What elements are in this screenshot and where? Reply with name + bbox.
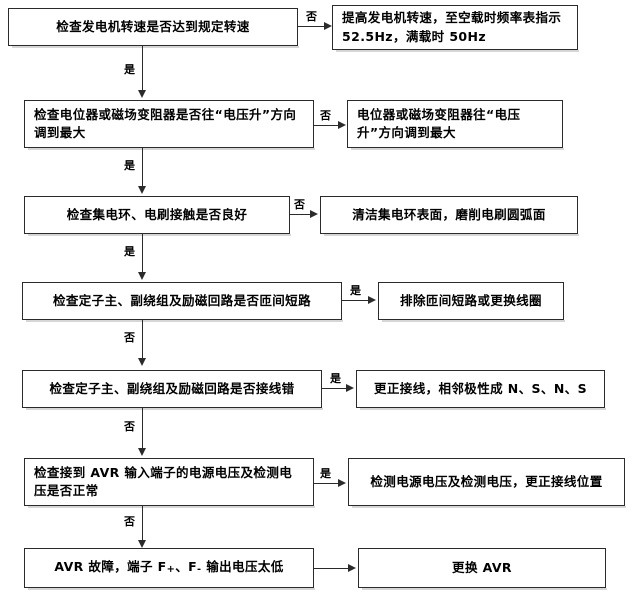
action-box-1-label: 提高发电机转速，至空载时频率表指示 52.5Hz，满载时 50Hz bbox=[342, 10, 562, 44]
action-box-6[interactable]: 检测电源电压及检测电压，更正接线位置 bbox=[348, 458, 626, 508]
branch-arrowhead-4 bbox=[368, 295, 376, 304]
fault-text-prefix: AVR 故障，端子 F bbox=[54, 559, 167, 575]
branch-connector-7 bbox=[314, 568, 348, 570]
flow-arrowhead-1 bbox=[138, 90, 147, 98]
terminal-box-replace-avr-label: 更换 AVR bbox=[452, 559, 512, 575]
fault-sign-minus: - bbox=[197, 564, 202, 576]
flow-connector-4 bbox=[142, 320, 144, 360]
action-box-3[interactable]: 清洁集电环表面，磨削电刷圆弧面 bbox=[320, 196, 579, 236]
action-box-4[interactable]: 排除匝间短路或更换线圈 bbox=[378, 282, 565, 322]
terminal-box-fault[interactable]: AVR 故障，端子 F+、F- 输出电压太低 bbox=[24, 548, 315, 590]
flow-label-3: 是 bbox=[124, 245, 135, 258]
decision-box-3-label: 检查集电环、电刷接触是否良好 bbox=[66, 206, 248, 222]
flow-connector-1 bbox=[142, 46, 144, 92]
flow-arrowhead-4 bbox=[138, 358, 147, 366]
flow-label-4: 否 bbox=[124, 331, 135, 344]
branch-connector-1 bbox=[298, 26, 324, 28]
decision-box-1[interactable]: 检查发电机转速是否达到规定转速 bbox=[8, 8, 299, 48]
branch-connector-4 bbox=[342, 300, 368, 302]
action-box-2[interactable]: 电位器或磁场变阻器往“电压升”方向调到最大 bbox=[347, 100, 564, 150]
flow-connector-3 bbox=[142, 234, 144, 274]
flow-arrowhead-2 bbox=[138, 186, 147, 194]
flow-connector-6 bbox=[142, 506, 144, 542]
branch-label-3: 否 bbox=[294, 198, 305, 211]
branch-arrowhead-2 bbox=[338, 120, 346, 129]
fault-text-suffix: 输出电压太低 bbox=[201, 559, 284, 575]
action-box-2-label: 电位器或磁场变阻器往“电压升”方向调到最大 bbox=[357, 106, 521, 140]
branch-arrowhead-6 bbox=[338, 478, 346, 487]
flow-arrowhead-3 bbox=[138, 272, 147, 280]
action-box-4-label: 排除匝间短路或更换线圈 bbox=[400, 292, 542, 308]
decision-box-5-label: 检查定子主、副绕组及励磁回路是否接线错 bbox=[49, 380, 295, 396]
branch-arrowhead-5 bbox=[346, 383, 354, 392]
branch-label-4: 是 bbox=[350, 284, 361, 297]
flow-connector-5 bbox=[142, 408, 144, 450]
action-box-1[interactable]: 提高发电机转速，至空载时频率表指示 52.5Hz，满载时 50Hz bbox=[332, 5, 579, 52]
fault-sign-plus: + bbox=[166, 564, 176, 576]
fault-text-mid: 、F bbox=[175, 559, 198, 575]
decision-box-4[interactable]: 检查定子主、副绕组及励磁回路是否匝间短路 bbox=[22, 282, 343, 322]
branch-label-5: 是 bbox=[330, 372, 341, 385]
decision-box-3[interactable]: 检查集电环、电刷接触是否良好 bbox=[24, 196, 291, 236]
flow-label-1: 是 bbox=[124, 63, 135, 76]
branch-arrowhead-3 bbox=[310, 209, 318, 218]
decision-box-4-label: 检查定子主、副绕组及励磁回路是否匝间短路 bbox=[52, 292, 311, 308]
branch-connector-5 bbox=[322, 388, 346, 390]
decision-box-2-label: 检查电位器或磁场变阻器是否往“电压升”方向调到最大 bbox=[34, 106, 297, 140]
flow-label-5: 否 bbox=[124, 420, 135, 433]
branch-connector-3 bbox=[290, 214, 310, 216]
flow-arrowhead-6 bbox=[138, 540, 147, 548]
branch-label-2: 否 bbox=[320, 109, 331, 122]
action-box-3-label: 清洁集电环表面，磨削电刷圆弧面 bbox=[352, 206, 546, 222]
decision-box-6[interactable]: 检查接到 AVR 输入端子的电源电压及检测电压是否正常 bbox=[24, 458, 315, 508]
branch-label-1: 否 bbox=[306, 10, 317, 23]
action-box-5-label: 更正接线，相邻极性成 N、S、N、S bbox=[374, 380, 587, 396]
branch-label-6: 是 bbox=[320, 467, 331, 480]
flow-arrowhead-5 bbox=[138, 448, 147, 456]
branch-arrowhead-7 bbox=[348, 563, 356, 572]
terminal-box-fault-label: AVR 故障，端子 F+、F- 输出电压太低 bbox=[34, 558, 304, 577]
decision-box-6-label: 检查接到 AVR 输入端子的电源电压及检测电压是否正常 bbox=[34, 464, 293, 498]
flow-label-6: 否 bbox=[124, 515, 135, 528]
action-box-5[interactable]: 更正接线，相邻极性成 N、S、N、S bbox=[356, 370, 606, 410]
decision-box-2[interactable]: 检查电位器或磁场变阻器是否往“电压升”方向调到最大 bbox=[24, 100, 315, 150]
flow-connector-2 bbox=[142, 148, 144, 188]
terminal-box-replace-avr[interactable]: 更换 AVR bbox=[358, 548, 607, 590]
branch-connector-2 bbox=[314, 125, 338, 127]
flow-label-2: 是 bbox=[124, 159, 135, 172]
branch-connector-6 bbox=[314, 483, 338, 485]
action-box-6-label: 检测电源电压及检测电压，更正接线位置 bbox=[370, 473, 603, 489]
branch-arrowhead-1 bbox=[324, 21, 332, 30]
decision-box-5[interactable]: 检查定子主、副绕组及励磁回路是否接线错 bbox=[22, 370, 323, 410]
decision-box-1-label: 检查发电机转速是否达到规定转速 bbox=[56, 18, 250, 34]
